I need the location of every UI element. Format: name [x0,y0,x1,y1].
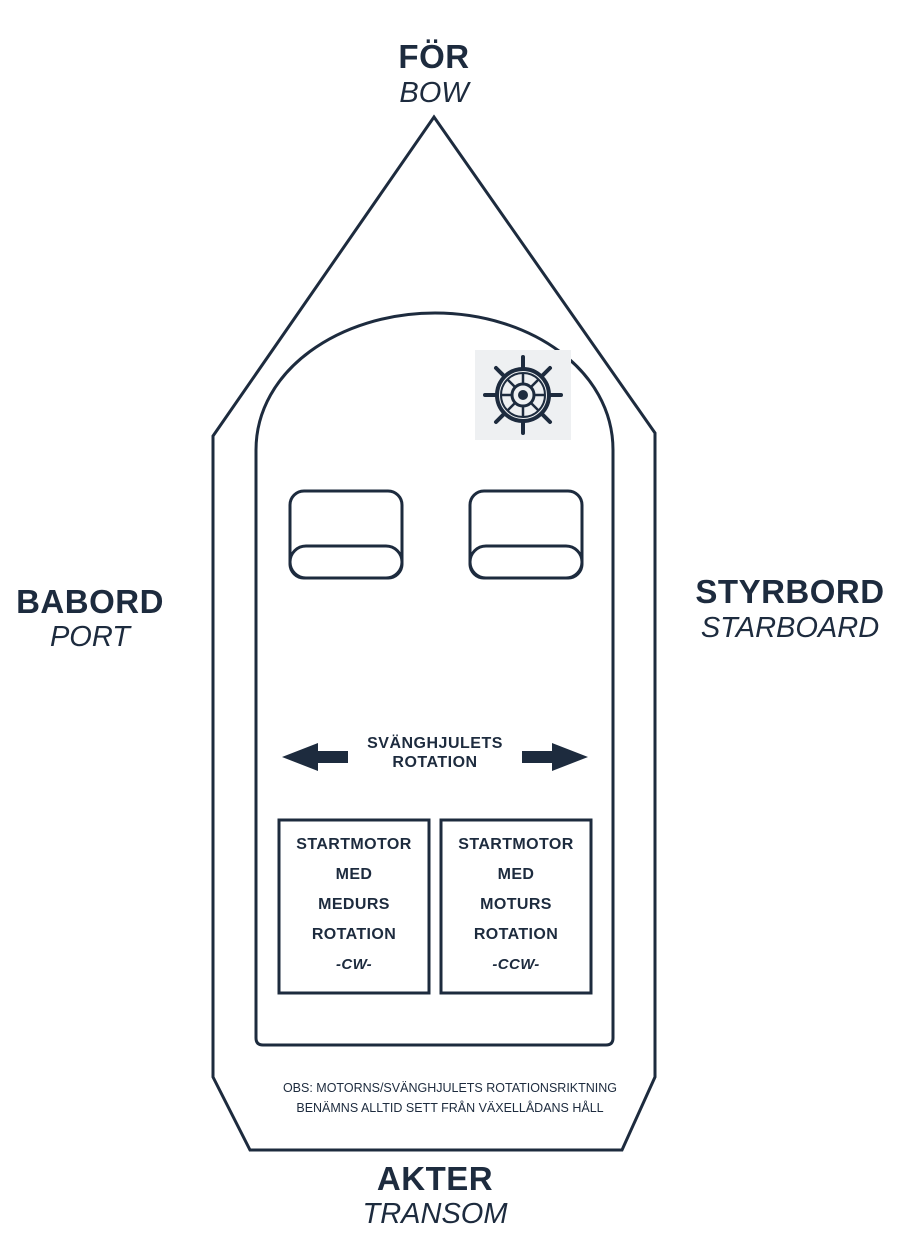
starter-ccw-line1: STARTMOTOR [458,836,574,853]
orientation-note-line2: BENÄMNS ALLTID SETT FRÅN VÄXELLÅDANS HÅL… [296,1101,604,1115]
starter-cw-line2: MED [335,866,373,883]
starter-ccw-box: STARTMOTOR MED MOTURS ROTATION -CCW- [441,830,591,980]
starboard-label-sv: STYRBORD [695,573,885,610]
port-label-sv: BABORD [16,583,164,620]
cw-box-frame [277,818,431,995]
orientation-note: OBS: MOTORNS/SVÄNGHJULETS ROTATIONSRIKTN… [240,1078,660,1118]
arrow-right-icon [522,743,588,771]
starter-cw-line1: STARTMOTOR [296,836,412,853]
arrow-left-icon [282,743,348,771]
left-seat [288,489,404,580]
starter-ccw-line2: MED [497,866,535,883]
orientation-note-line1: OBS: MOTORNS/SVÄNGHJULETS ROTATIONSRIKTN… [282,1081,618,1095]
starter-cw-line3: MEDURS [318,896,390,913]
starter-cw-box: STARTMOTOR MED MEDURS ROTATION -CW- [279,830,429,980]
bow-label-en: BOW [399,77,469,109]
ship-wheel-icon [475,350,571,440]
starboard-label-en: STARBOARD [700,612,880,644]
starter-ccw-code: -CCW- [492,956,540,973]
starter-cw-code: -CW- [335,956,373,973]
ccw-box-frame [439,818,593,995]
bow-label-sv: FÖR [398,38,470,75]
transom-label-sv: AKTER [376,1160,494,1197]
flywheel-rotation-line2: ROTATION [392,754,478,771]
port-label-en: PORT [49,621,131,653]
right-seat [468,489,584,580]
flywheel-rotation-caption: SVÄNGHJULETS ROTATION [345,734,525,772]
starter-ccw-line4: ROTATION [473,926,559,943]
starter-ccw-line3: MOTURS [480,896,552,913]
hull-outline [211,114,657,1152]
starter-cw-line4: ROTATION [311,926,397,943]
flywheel-rotation-line1: SVÄNGHJULETS [367,735,503,752]
transom-label-en: TRANSOM [362,1198,508,1230]
